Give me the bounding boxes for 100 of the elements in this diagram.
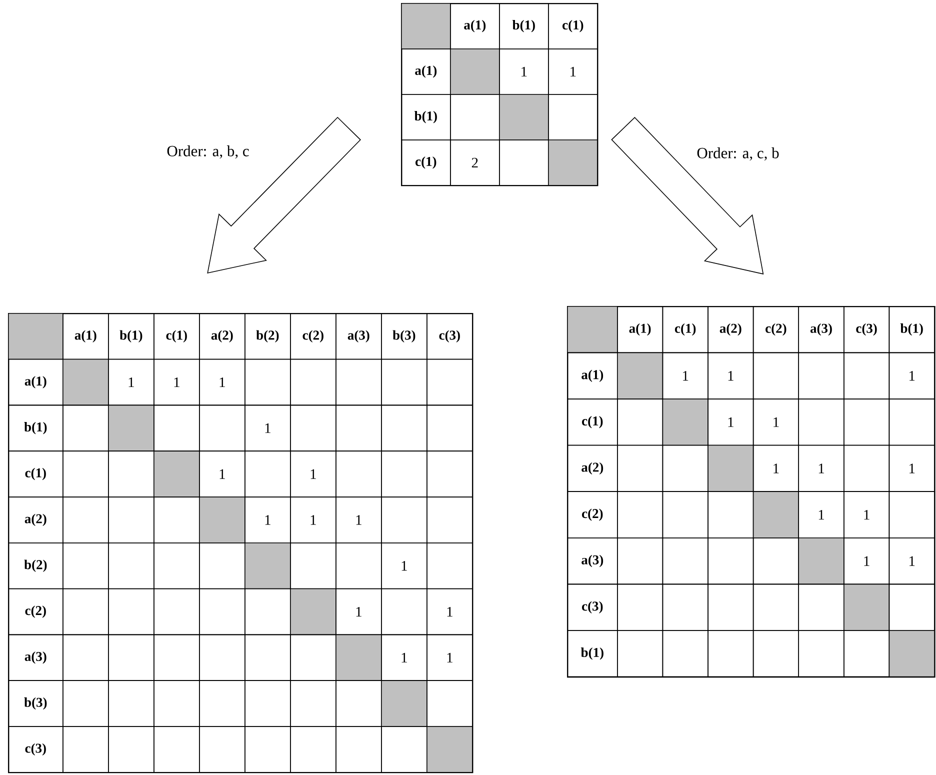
empty-cell [426,404,473,452]
shaded-cell [244,542,291,590]
empty-cell [662,491,708,538]
empty-cell [336,358,382,406]
header-cell: c(1) [154,312,200,360]
header-cell: c(2) [290,312,336,360]
shaded-cell [662,398,708,446]
empty-cell [154,542,200,590]
empty-cell [336,726,382,773]
header-cell: c(2) [8,588,64,636]
shaded-cell [199,496,246,544]
shaded-cell [499,94,549,140]
empty-cell [662,584,708,631]
header-cell: b(2) [244,312,291,360]
empty-cell [752,352,799,400]
empty-cell [708,537,754,585]
empty-cell [426,450,473,498]
header-cell: a(3) [798,306,844,354]
shaded-cell [108,404,154,452]
table-cell: 1 [336,496,382,544]
matrix-table [567,306,936,678]
table-cell: 1 [290,496,336,544]
header-cell: b(3) [8,680,64,727]
shaded-cell [548,139,598,186]
empty-cell [154,726,200,773]
header-cell: c(1) [401,139,451,186]
empty-cell [199,680,246,727]
shaded-cell [8,312,64,360]
empty-cell [381,404,428,452]
empty-cell [798,352,844,400]
header-cell: b(1) [8,404,64,452]
empty-cell [62,634,109,681]
empty-cell [108,680,154,727]
header-cell: a(2) [8,496,64,544]
empty-cell [154,634,200,681]
header-cell: c(3) [844,306,890,354]
table-cell: 1 [548,48,598,95]
empty-cell [290,404,336,452]
shaded-cell [381,680,428,727]
header-cell: a(3) [567,537,618,585]
empty-cell [381,450,428,498]
empty-cell [244,680,291,727]
empty-cell [381,358,428,406]
empty-cell [244,726,291,773]
empty-cell [708,630,754,678]
empty-cell [662,630,708,678]
header-cell: c(3) [426,312,473,360]
empty-cell [108,588,154,636]
edge-label: Order: a, b, c [166,144,250,160]
shaded-cell [290,588,336,636]
table-cell: 1 [426,634,473,681]
empty-cell [617,584,664,631]
empty-cell [154,588,200,636]
table-cell: 1 [154,358,200,406]
empty-cell [888,398,935,446]
empty-cell [844,352,890,400]
empty-cell [617,630,664,678]
table-cell: 1 [381,542,428,590]
empty-cell [381,588,428,636]
shaded-cell [844,584,890,631]
empty-cell [244,634,291,681]
empty-cell [752,584,799,631]
empty-cell [426,542,473,590]
empty-cell [662,537,708,585]
empty-cell [336,542,382,590]
table-cell: 1 [752,398,799,446]
empty-cell [290,680,336,727]
empty-cell [798,630,844,678]
empty-cell [844,444,890,492]
header-cell: c(3) [8,726,64,773]
header-cell: b(1) [401,94,451,140]
header-cell: a(3) [8,634,64,681]
empty-cell [62,450,109,498]
shaded-cell [708,444,754,492]
table-cell: 1 [426,588,473,636]
header-cell: c(1) [662,306,708,354]
empty-cell [199,588,246,636]
header-cell: c(2) [752,306,799,354]
empty-cell [199,404,246,452]
table-cell: 1 [888,352,935,400]
table-cell: 1 [844,491,890,538]
shaded-cell [401,2,451,50]
header-cell: b(1) [567,630,618,678]
empty-cell [244,358,291,406]
empty-cell [844,398,890,446]
shaded-cell [426,726,473,773]
shaded-cell [617,352,664,400]
empty-cell [108,634,154,681]
header-cell: c(2) [567,491,618,538]
empty-cell [62,726,109,773]
table-cell: 1 [888,537,935,585]
table-cell: 1 [290,450,336,498]
header-cell: c(1) [567,398,618,446]
table-cell: 1 [199,358,246,406]
header-cell: b(1) [499,2,549,50]
empty-cell [426,358,473,406]
empty-cell [199,726,246,773]
empty-cell [290,726,336,773]
header-cell: a(3) [336,312,382,360]
shaded-cell [752,491,799,538]
